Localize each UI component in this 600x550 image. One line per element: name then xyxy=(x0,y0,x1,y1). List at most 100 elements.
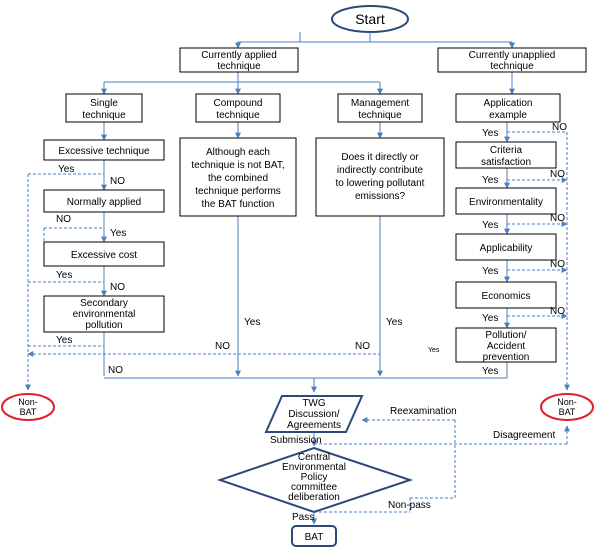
normally-applied-label: Normally applied xyxy=(67,197,141,208)
no-label-management: NO xyxy=(355,341,370,352)
single-node: Single technique xyxy=(65,93,143,123)
criteria-node: Criteria satisfaction xyxy=(455,141,557,169)
pass-label: Pass xyxy=(292,512,314,523)
no-label-3: NO xyxy=(110,282,125,293)
no-label-r2: NO xyxy=(550,169,565,180)
application-example-label-2: example xyxy=(489,110,527,121)
pollution-accident-label-2: Accident xyxy=(487,341,526,352)
secondary-label-3: pollution xyxy=(85,320,122,331)
application-example-node: Application example xyxy=(455,93,561,123)
excessive-cost-label: Excessive cost xyxy=(71,250,137,261)
non-bat-right-label-1: Non- xyxy=(557,397,577,407)
yes-label-r1: Yes xyxy=(482,128,498,139)
non-bat-left-label-1: Non- xyxy=(18,397,38,407)
solid-connectors xyxy=(101,32,515,525)
start-label: Start xyxy=(355,11,385,27)
management-node: Management technique xyxy=(337,93,423,123)
applied-label-2: technique xyxy=(217,61,261,72)
no-label-1: NO xyxy=(110,176,125,187)
management-desc-4: emissions? xyxy=(355,191,405,202)
non-bat-right-label-2: BAT xyxy=(559,407,576,417)
compound-desc-2: technique is not BAT, xyxy=(191,160,284,171)
compound-desc-4: technique performs xyxy=(195,186,281,197)
compound-label-2: technique xyxy=(216,110,260,121)
reexamination-label: Reexamination xyxy=(390,406,457,417)
applied-label-1: Currently applied xyxy=(201,50,277,61)
management-desc-2: indirectly contribute xyxy=(337,165,424,176)
single-label-1: Single xyxy=(90,98,118,109)
environmentality-label: Environmentality xyxy=(469,197,543,208)
applicability-node: Applicability xyxy=(455,233,557,261)
yes-label-r3: Yes xyxy=(482,220,498,231)
criteria-label-1: Criteria xyxy=(490,145,523,156)
excessive-technique-node: Excessive technique xyxy=(43,139,165,161)
central-label-1: Central xyxy=(298,452,330,463)
excessive-cost-node: Excessive cost xyxy=(43,241,165,267)
no-label-r3: NO xyxy=(550,213,565,224)
non-pass-label: Non-pass xyxy=(388,500,431,511)
yes-label-r2: Yes xyxy=(482,175,498,186)
no-label-r1: NO xyxy=(552,122,567,133)
compound-desc-5: the BAT function xyxy=(201,199,274,210)
management-desc-1: Does it directly or xyxy=(341,152,419,163)
twg-node: TWG Discussion/ Agreements xyxy=(264,395,364,433)
environmentality-node: Environmentality xyxy=(455,187,557,215)
yes-label-2: Yes xyxy=(110,228,126,239)
applied-node: Currently applied technique xyxy=(179,47,299,73)
non-bat-left: Non- BAT xyxy=(1,393,55,421)
twg-label-3: Agreements xyxy=(287,420,341,431)
central-label-2: Environmental xyxy=(282,462,346,473)
pollution-accident-label-1: Pollution/ xyxy=(485,330,526,341)
bat-node: BAT xyxy=(291,525,337,547)
yes-label-4: Yes xyxy=(56,335,72,346)
management-desc-node: Does it directly or indirectly contribut… xyxy=(315,137,445,217)
no-label-r4: NO xyxy=(550,259,565,270)
start-node: Start xyxy=(331,5,409,33)
no-label-2: NO xyxy=(56,214,71,225)
yes-label-r5: Yes xyxy=(482,313,498,324)
unapplied-label-2: technique xyxy=(490,61,534,72)
management-label-1: Management xyxy=(351,98,410,109)
yes-label-r6: Yes xyxy=(482,366,498,377)
criteria-label-2: satisfaction xyxy=(481,157,531,168)
non-bat-left-label-2: BAT xyxy=(20,407,37,417)
twg-label-2: Discussion/ xyxy=(288,409,339,420)
application-example-label-1: Application xyxy=(484,98,533,109)
yes-small-label: Yes xyxy=(428,347,440,354)
compound-desc-node: Although each technique is not BAT, the … xyxy=(179,137,297,217)
management-desc-3: to lowering pollutant xyxy=(336,178,425,189)
central-committee-node: Central Environmental Policy committee d… xyxy=(216,446,414,514)
applicability-label: Applicability xyxy=(480,243,533,254)
compound-desc-1: Although each xyxy=(206,147,270,158)
unapplied-node: Currently unapplied technique xyxy=(437,47,587,73)
economics-label: Economics xyxy=(482,291,531,302)
management-label-2: technique xyxy=(358,110,402,121)
yes-label-management: Yes xyxy=(386,317,402,328)
central-label-3: Policy xyxy=(301,472,328,483)
compound-node: Compound technique xyxy=(195,93,281,123)
central-label-5: deliberation xyxy=(288,492,340,503)
economics-node: Economics xyxy=(455,281,557,309)
normally-applied-node: Normally applied xyxy=(43,189,165,213)
secondary-pollution-node: Secondary environmental pollution xyxy=(43,295,165,333)
twg-label-1: TWG xyxy=(302,398,326,409)
pollution-accident-label-3: prevention xyxy=(483,352,530,363)
disagreement-label: Disagreement xyxy=(493,430,555,441)
central-label-4: committee xyxy=(291,482,338,493)
no-label-4: NO xyxy=(108,365,123,376)
no-label-r5: NO xyxy=(550,306,565,317)
compound-desc-3: the combined xyxy=(208,173,268,184)
edge-labels: Yes NO NO Yes Yes NO Yes NO Yes NO Yes N… xyxy=(56,122,567,523)
submission-label: Submission xyxy=(270,435,322,446)
yes-label-r4: Yes xyxy=(482,266,498,277)
yes-label-1: Yes xyxy=(58,164,74,175)
bat-label: BAT xyxy=(305,532,324,543)
single-label-2: technique xyxy=(82,110,126,121)
compound-label-1: Compound xyxy=(214,98,263,109)
secondary-label-2: environmental xyxy=(73,309,136,320)
no-label-compound: NO xyxy=(215,341,230,352)
unapplied-label-1: Currently unapplied xyxy=(469,50,556,61)
dashed-connectors xyxy=(25,131,570,513)
